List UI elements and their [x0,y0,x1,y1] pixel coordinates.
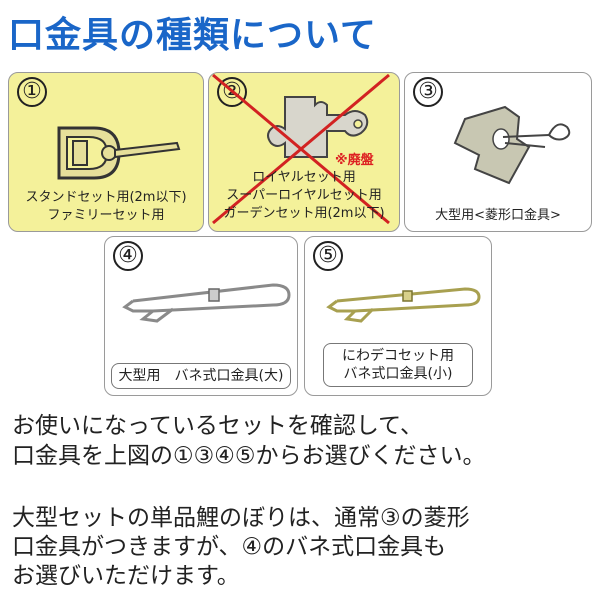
card-number: ③ [413,77,443,107]
page-title: 口金具の種類について [8,15,377,56]
card-caption-line: ファミリーセット用 [47,208,165,223]
card-1: ① スタンドセット用(2m以下) ファミリーセット用 [8,72,204,232]
card-number: ① [17,77,47,107]
safety-pin-gold-icon [326,287,481,323]
card-caption-line: ガーデンセット用(2m以下) [223,206,385,221]
instruction-line: 口金具を上図の①③④⑤からお選びください。 [12,443,486,469]
note-line: 口金具がつきますが、④のバネ式口金具も [12,534,447,560]
card-number: ⑤ [313,241,343,271]
card-caption-line: バネ式口金具(小) [343,366,453,382]
safety-pin-silver-icon [122,283,291,323]
instruction-line: お使いになっているセットを確認して、 [12,413,424,439]
card-3: ③ 大型用<菱形口金具> [404,72,592,232]
diamond-plate-hardware-icon [453,105,571,185]
card-caption-box: にわデコセット用 バネ式口金具(小) [323,343,473,387]
d-ring-hardware-icon [57,126,181,180]
card-2: ② ※廃盤 ロイヤルセット用 スーパーロイヤルセット用 ガーデンセット用(2m以… [208,72,400,232]
card-5: ⑤ にわデコセット用 バネ式口金具(小) [304,236,492,396]
card-caption-line: 大型用 バネ式口金具(大) [118,368,284,384]
card-caption-line: ロイヤルセット用 [252,170,356,185]
note-line: 大型セットの単品鯉のぼりは、通常③の菱形 [12,505,470,531]
card-caption-line: 大型用<菱形口金具> [435,208,561,223]
discontinued-note: ※廃盤 [335,153,374,168]
card-caption-line: にわデコセット用 [342,348,454,364]
note-line: お選びいただけます。 [12,563,240,589]
card-number: ④ [113,241,143,271]
discontinued-cross-mark [212,73,390,225]
card-caption-box: 大型用 バネ式口金具(大) [111,363,291,389]
card-caption-line: スタンドセット用(2m以下) [25,190,187,205]
card-caption-line: スーパーロイヤルセット用 [226,188,382,203]
card-4: ④ 大型用 バネ式口金具(大) [104,236,298,396]
